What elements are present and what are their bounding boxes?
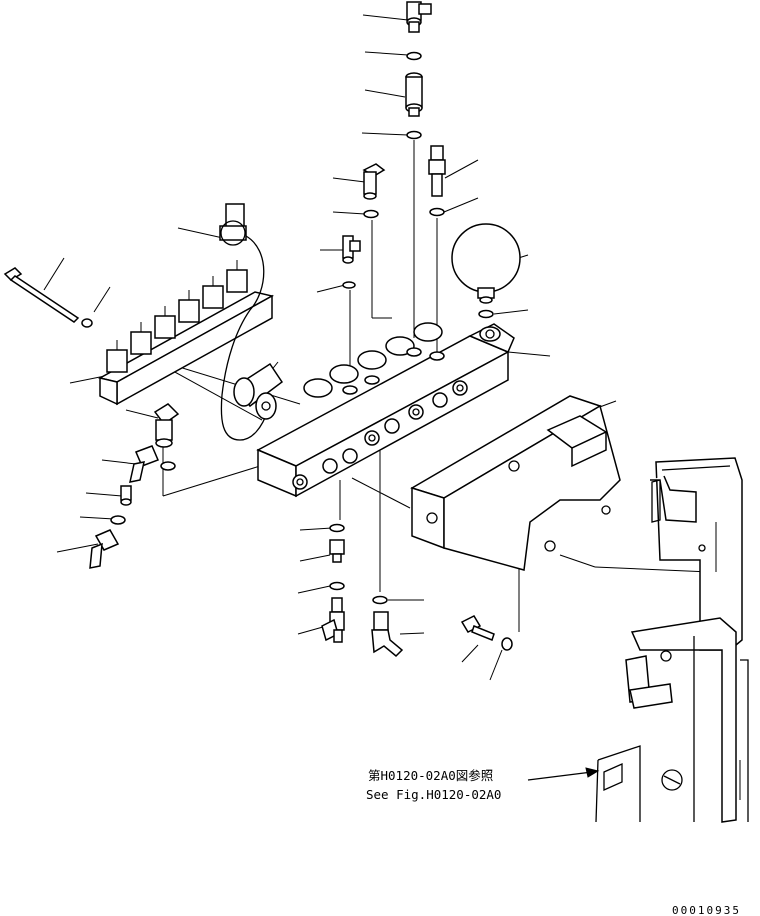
left-fitting-column (342, 163, 386, 289)
leader-lines (43, 14, 617, 681)
connector-row (106, 260, 248, 373)
solenoid-coil (233, 362, 284, 420)
left-side-fittings (89, 403, 180, 569)
valve-ports (292, 380, 468, 490)
bottom-fittings (321, 523, 513, 658)
assembly-lines (139, 140, 711, 632)
control-valve-body (256, 322, 515, 498)
reference-note-en: See Fig.H0120-02A0 (366, 787, 501, 802)
figure-code: 00010935 (672, 904, 741, 916)
accumulator-sphere (451, 223, 521, 319)
valve-mounting-bracket (410, 395, 621, 571)
top-fitting-stack (405, 1, 432, 140)
cab-frame (595, 457, 749, 823)
reference-arrow (527, 767, 600, 781)
right-fitting-column (428, 145, 446, 217)
connector-bracket (97, 203, 275, 441)
reference-note-jp: 第H0120-02A0図参照 (368, 768, 493, 783)
long-bolt (3, 267, 93, 328)
